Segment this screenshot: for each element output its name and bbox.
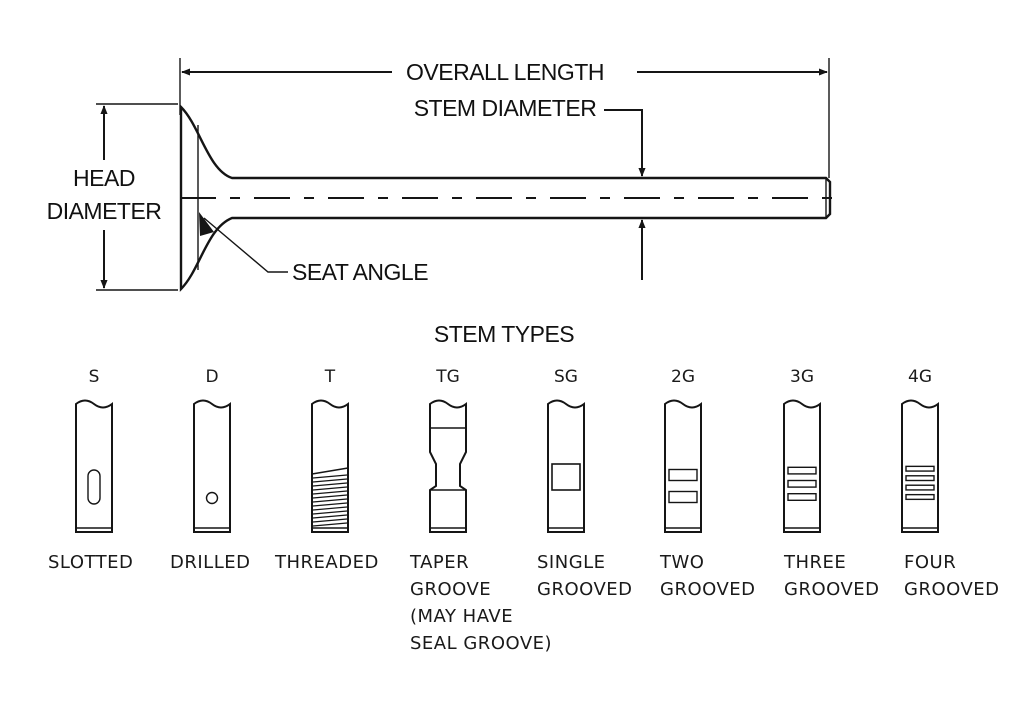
stem-type-code: TG xyxy=(435,367,460,387)
stem-type-caption: (MAY HAVE xyxy=(410,606,513,627)
valve-drawing: OVERALL LENGTH STEM DIAMETER HEAD DIAMET… xyxy=(47,58,838,292)
stem-type-code: 2G xyxy=(671,367,695,387)
stem-type-caption: GROOVED xyxy=(537,579,633,600)
stem-type-caption: GROOVE xyxy=(410,579,491,600)
stem-type-caption: TAPER xyxy=(409,552,469,573)
stem-diameter-label: STEM DIAMETER xyxy=(414,95,597,121)
stem-types-title: STEM TYPES xyxy=(434,321,574,347)
taper-groove-stem-icon xyxy=(429,399,467,533)
stem-type-code: D xyxy=(205,367,218,387)
stem-type-code: SG xyxy=(554,367,578,387)
stem-type-caption: GROOVED xyxy=(784,579,880,600)
stem-type-caption: THREE xyxy=(783,552,846,573)
stem-type-caption: DRILLED xyxy=(170,552,250,573)
stem-type-code: 3G xyxy=(790,367,814,387)
stem-type-code: 4G xyxy=(908,367,932,387)
stem-type-caption: TWO xyxy=(659,552,704,573)
single-grooved-stem-icon xyxy=(547,399,585,533)
stem-type-caption: SEAL GROOVE) xyxy=(410,633,552,654)
stem-type-code: S xyxy=(89,367,100,387)
stem-type-caption: GROOVED xyxy=(660,579,756,600)
threaded-stem-icon xyxy=(311,399,349,533)
seat-angle-mark xyxy=(199,212,214,236)
slotted-stem-icon xyxy=(75,399,113,533)
drilled-stem-icon xyxy=(193,399,231,533)
head-diameter-label-line2: DIAMETER xyxy=(47,198,162,224)
stem-type-caption: GROOVED xyxy=(904,579,1000,600)
head-diameter-label-line1: HEAD xyxy=(73,165,135,191)
seat-angle-label: SEAT ANGLE xyxy=(292,259,428,285)
four-grooved-stem-icon xyxy=(901,399,939,533)
stem-type-caption: THREADED xyxy=(274,552,379,573)
stem-type-caption: SLOTTED xyxy=(48,552,133,573)
stem-type-code: T xyxy=(324,367,336,387)
two-grooved-stem-icon xyxy=(664,399,702,533)
overall-length-label: OVERALL LENGTH xyxy=(406,59,604,85)
stem-types-row: S SLOTTED D DRILLED T THREADED TG TAPER GROOVE (M… xyxy=(48,367,1000,654)
stem-type-caption: FOUR xyxy=(904,552,956,573)
three-grooved-stem-icon xyxy=(783,399,821,533)
stem-type-caption: SINGLE xyxy=(537,552,606,573)
